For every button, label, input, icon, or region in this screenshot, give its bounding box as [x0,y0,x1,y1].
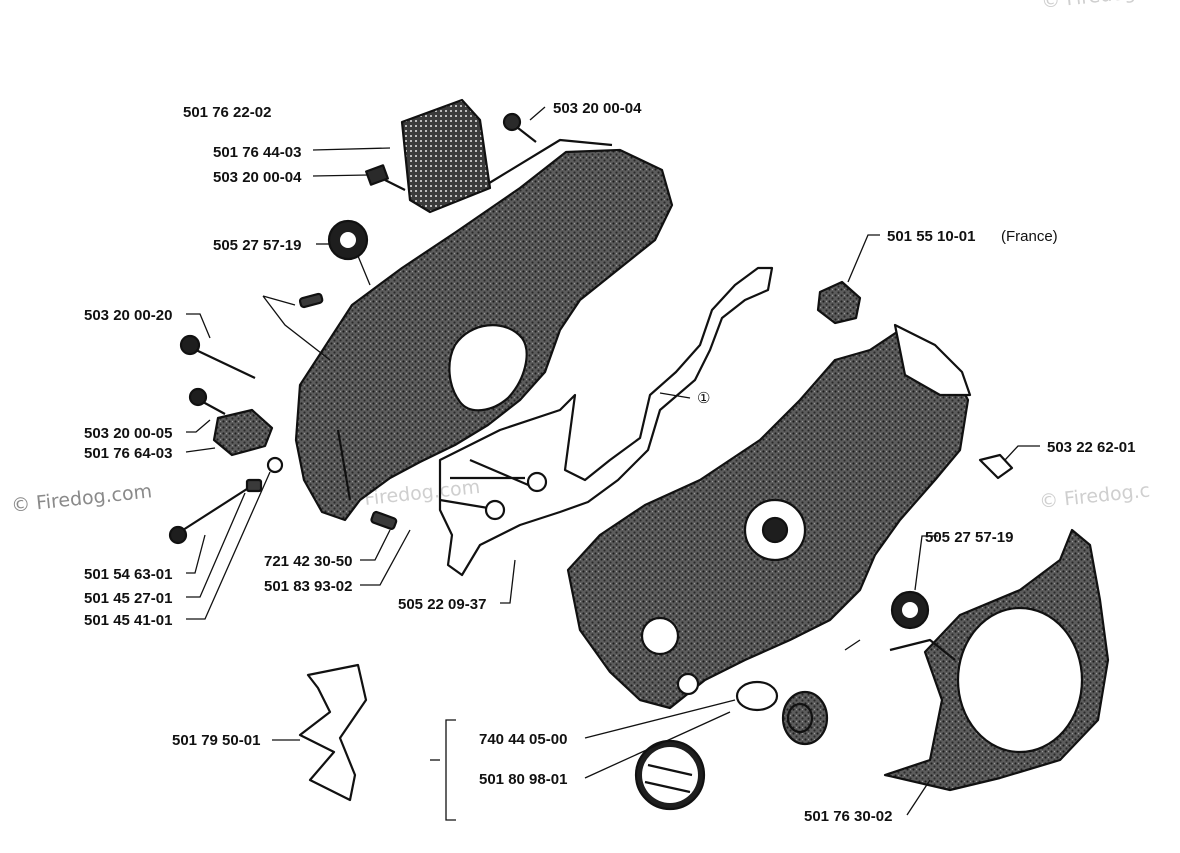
label-circle-note: ① [697,390,710,407]
watermark-left: © Firedog.com [10,480,153,517]
bolt-long [179,334,256,379]
label-seal-right: 505 27 57-19 [925,529,1013,546]
label-bolt-long: 503 20 00-20 [84,307,172,324]
clip-part [978,453,1014,480]
screw-top-right [502,112,537,143]
label-screw-filter: 503 20 00-04 [213,169,302,186]
label-cover-assembly: 501 76 22-02 [183,104,271,121]
label-side-cover: 501 76 30-02 [804,808,892,825]
label-washer-b: 501 45 41-01 [84,612,172,629]
guard-plate-part [298,663,368,802]
stud-group [439,458,548,521]
seal-right [890,590,930,630]
label-screw-top-right: 503 20 00-04 [553,100,642,117]
label-pin: 721 42 30-50 [264,553,352,570]
pin-lower [370,510,398,530]
label-washer-a: 501 45 27-01 [84,590,172,607]
plug-part [781,690,829,746]
label-o-ring: 740 44 05-00 [479,731,567,748]
crankcase-right-half [566,323,972,710]
screw-bottom [168,486,251,545]
label-valve-note: (France) [1001,228,1058,245]
label-guard-plate: 501 79 50-01 [172,732,260,749]
seal-upper [327,219,369,261]
label-plug: 501 80 98-01 [479,771,567,788]
label-screw-bottom: 501 54 63-01 [84,566,172,583]
pin-small [298,292,324,309]
washer-a [245,478,263,493]
label-valve: 501 55 10-01 [887,228,975,245]
screw-filter [365,164,406,191]
label-filter-screen: 501 76 44-03 [213,144,301,161]
label-screw-adjuster: 503 20 00-05 [84,425,172,442]
round-cap-part [634,739,706,811]
watermark-right: © Firedog.c [1038,479,1151,513]
valve-part [816,280,862,325]
adjuster-block [212,408,274,457]
label-gasket: 501 83 93-02 [264,578,352,595]
washer-b [266,456,284,474]
o-ring-part [735,680,779,712]
label-adjuster-block: 501 76 64-03 [84,445,172,462]
gasket [438,266,774,577]
screw-adjuster [188,387,226,415]
side-cover-part [883,528,1110,792]
label-stud: 505 22 09-37 [398,596,486,613]
leader-lines [185,106,1040,821]
label-seal-upper: 505 27 57-19 [213,237,301,254]
watermark-top: © Firedog.c [1040,0,1153,13]
crankcase-left-half [294,138,674,522]
label-clip: 503 22 62-01 [1047,439,1135,456]
filter-cover-plate [400,98,492,214]
